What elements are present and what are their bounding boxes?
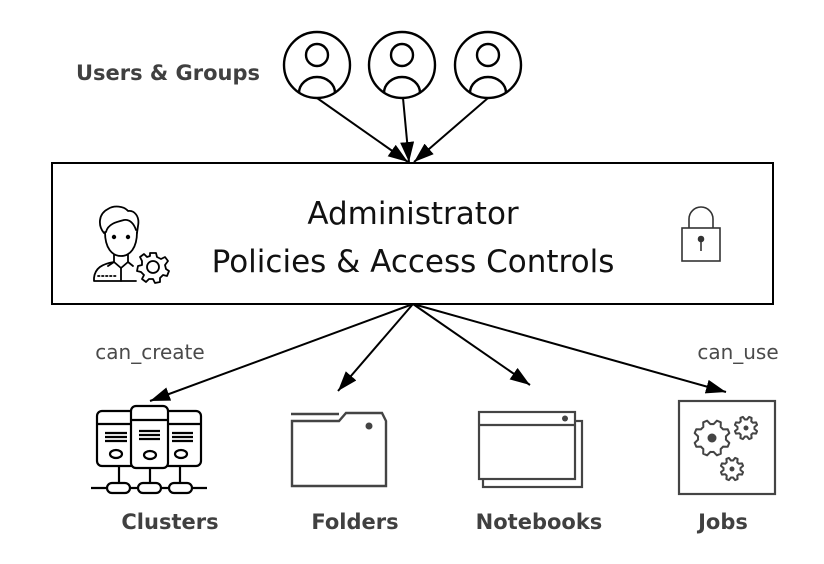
server-cluster-icon [91,404,207,495]
users-groups-label: Users & Groups [76,61,260,85]
gear-large-icon [693,419,731,457]
admin-settings-icon [93,205,170,284]
gear-small-icon [719,456,745,482]
arrow-admin-to-folders [337,303,414,392]
arrow-admin-to-jobs [412,303,727,394]
arrow-admin-to-clusters [149,303,414,402]
resource-label-clusters: Clusters [121,510,218,534]
arrow-user-3-to-admin [413,97,489,163]
gears-icon [677,399,777,496]
admin-policies-box [51,162,774,305]
admin-subtitle: Policies & Access Controls [212,244,615,280]
resource-label-jobs: Jobs [696,510,748,534]
arrow-user-1-to-admin [316,97,409,163]
folder-icon [290,411,388,488]
notebook-window-icon [477,410,584,489]
arrow-admin-to-notebooks [412,303,531,386]
lock-icon [681,206,721,262]
permission-can-create: can_create [95,340,204,364]
user-icon [367,30,437,100]
admin-title: Administrator [307,196,519,232]
permission-can-use: can_use [697,340,778,364]
resource-label-notebooks: Notebooks [476,510,603,534]
arrow-user-2-to-admin [400,97,415,163]
gear-small-icon [733,415,759,441]
resource-label-folders: Folders [311,510,398,534]
user-icon [282,30,352,100]
user-icon [453,30,523,100]
